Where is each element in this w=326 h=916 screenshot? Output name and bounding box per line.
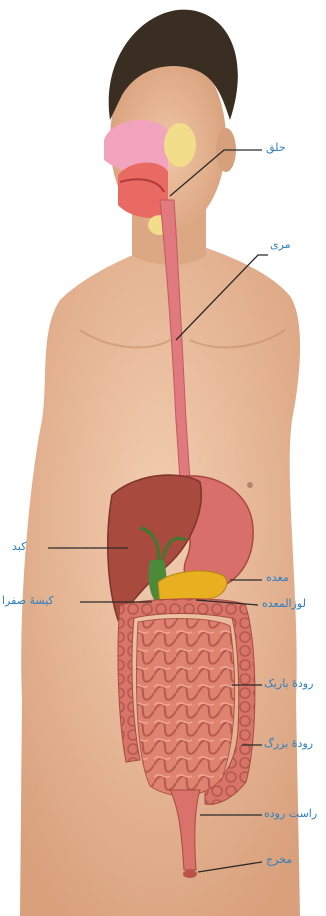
label-small-intestine: رودهٔ باریک [264,677,313,690]
small-intestine [137,619,235,796]
label-pharynx: حلق [266,141,286,154]
label-large-intestine: رودهٔ بزرگ [264,737,313,750]
label-pancreas: لوزالمعده [262,597,306,610]
label-stomach: معده [266,571,289,584]
label-rectum: راست روده [264,807,317,820]
anus [183,870,197,878]
label-liver: کبد [12,540,26,553]
label-esophagus: مری [270,238,291,251]
label-gallbladder: کیسهٔ صفرا [2,594,54,607]
label-anus: مخرج [266,853,292,866]
